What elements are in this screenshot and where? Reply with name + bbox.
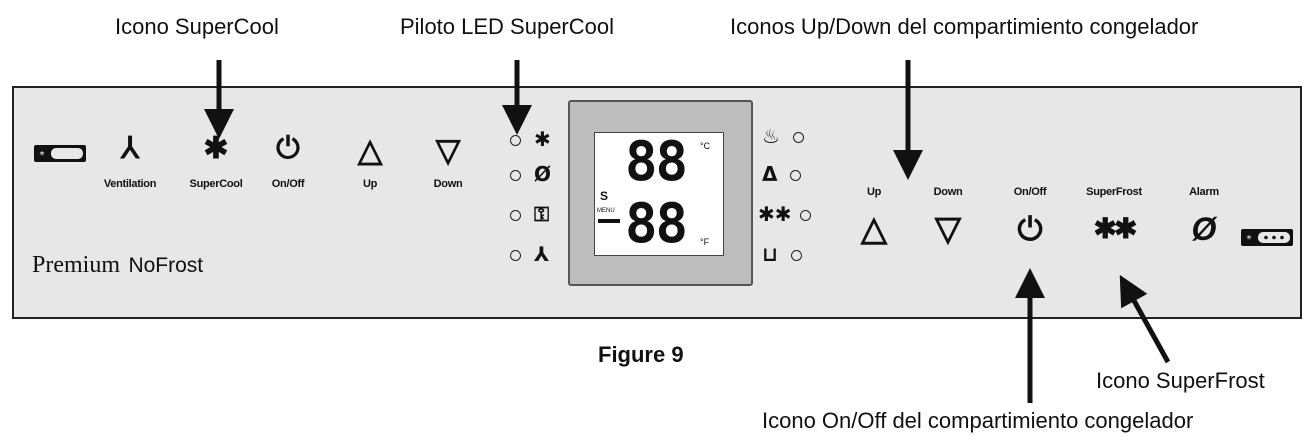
holiday-icon: ♨ <box>762 124 780 148</box>
led-indicator <box>510 250 521 261</box>
freezer-compartment-icon: * <box>1241 229 1293 246</box>
fridge-up-label: Up <box>362 178 378 190</box>
minus-segment <box>598 219 620 223</box>
bell-icon: Δ <box>762 162 778 186</box>
led-superfrost: ✱✱ <box>758 202 812 226</box>
brand-name: Premium <box>32 252 120 278</box>
led-ice: ⊔ <box>762 242 802 266</box>
brand-logo: Premium NoFrost <box>32 252 203 279</box>
alarm-off-icon: Ø <box>533 162 551 186</box>
led-indicator <box>510 210 521 221</box>
alarm-button[interactable]: Alarm Ø <box>1166 186 1242 245</box>
double-snowflake-icon: ✱✱ <box>758 202 792 226</box>
power-icon: ⏻ <box>1017 211 1043 247</box>
led-alarm-off: Ø <box>510 162 551 186</box>
model-name: NoFrost <box>128 254 204 277</box>
s-indicator: S <box>600 189 609 203</box>
fridge-up-button[interactable]: △ Up <box>340 134 400 190</box>
freezer-up-label: Up <box>866 186 882 198</box>
celsius-unit: °C <box>700 141 711 151</box>
led-lock: ⚿ <box>510 202 549 226</box>
callout-freezer-updown: Iconos Up/Down del compartimiento congel… <box>730 14 1199 39</box>
fridge-onoff-button[interactable]: ⏻ On/Off <box>258 132 318 191</box>
fahrenheit-unit: °F <box>700 237 710 247</box>
ice-tray-icon: ⊔ <box>762 242 778 266</box>
led-holiday: ♨ <box>762 124 804 148</box>
temperature-bottom-digits: 88 <box>625 192 688 255</box>
double-snowflake-icon: ✱✱ <box>1093 213 1138 244</box>
fridge-compartment-icon: * <box>34 145 86 162</box>
svg-text:*: * <box>1247 234 1252 245</box>
freezer-onoff-button[interactable]: On/Off ⏻ <box>996 186 1064 245</box>
fridge-down-button[interactable]: ▽ Down <box>418 134 478 190</box>
lcd-screen: 88 °C S MENU 88 °F <box>594 132 724 256</box>
triangle-up-icon: △ <box>357 132 383 168</box>
callout-freezer-onoff: Icono On/Off del compartimiento congelad… <box>762 408 1194 433</box>
callout-superfrost-icon: Icono SuperFrost <box>1096 368 1265 393</box>
callout-supercool-led: Piloto LED SuperCool <box>400 14 615 39</box>
alarm-off-icon: Ø <box>1191 211 1217 247</box>
freezer-down-button[interactable]: Down ▽ <box>918 186 978 246</box>
menu-indicator: MENU <box>597 208 615 214</box>
superfrost-button[interactable]: SuperFrost ✱✱ <box>1066 186 1162 243</box>
alarm-label: Alarm <box>1189 186 1219 198</box>
freezer-up-button[interactable]: Up △ <box>846 186 902 246</box>
led-indicator <box>790 170 802 181</box>
key-icon: ⚿ <box>533 202 550 226</box>
svg-text:*: * <box>40 150 45 161</box>
led-indicator <box>800 210 812 221</box>
fan-icon: ⅄ <box>533 242 550 266</box>
triangle-down-icon: ▽ <box>934 210 962 248</box>
callout-supercool-icon: Icono SuperCool <box>115 14 279 39</box>
ventilation-label: Ventilation <box>103 178 157 190</box>
supercool-label: SuperCool <box>189 178 243 190</box>
led-alarm: Δ <box>762 162 802 186</box>
freezer-down-label: Down <box>933 186 963 198</box>
superfrost-label: SuperFrost <box>1086 186 1142 198</box>
fridge-down-label: Down <box>433 178 463 190</box>
display-bezel: 88 °C S MENU 88 °F <box>568 100 753 286</box>
temperature-top-digits: 88 <box>625 130 688 193</box>
led-indicator <box>792 132 804 143</box>
figure-caption: Figure 9 <box>598 342 684 367</box>
snowflake-icon: ✱ <box>533 127 551 151</box>
arrow-superfrost <box>1119 274 1171 364</box>
power-icon: ⏻ <box>276 132 300 165</box>
triangle-down-icon: ▽ <box>435 132 461 168</box>
fridge-onoff-label: On/Off <box>271 178 305 190</box>
led-indicator <box>790 250 802 261</box>
led-ventilation: ⅄ <box>510 242 549 266</box>
led-supercool: ✱ <box>510 127 551 151</box>
led-indicator <box>510 170 521 181</box>
ventilation-button[interactable]: ⅄ Ventilation <box>92 132 168 191</box>
led-indicator <box>510 135 521 146</box>
triangle-up-icon: △ <box>860 210 888 248</box>
fan-icon: ⅄ <box>120 132 140 165</box>
freezer-onoff-label: On/Off <box>1013 186 1047 198</box>
